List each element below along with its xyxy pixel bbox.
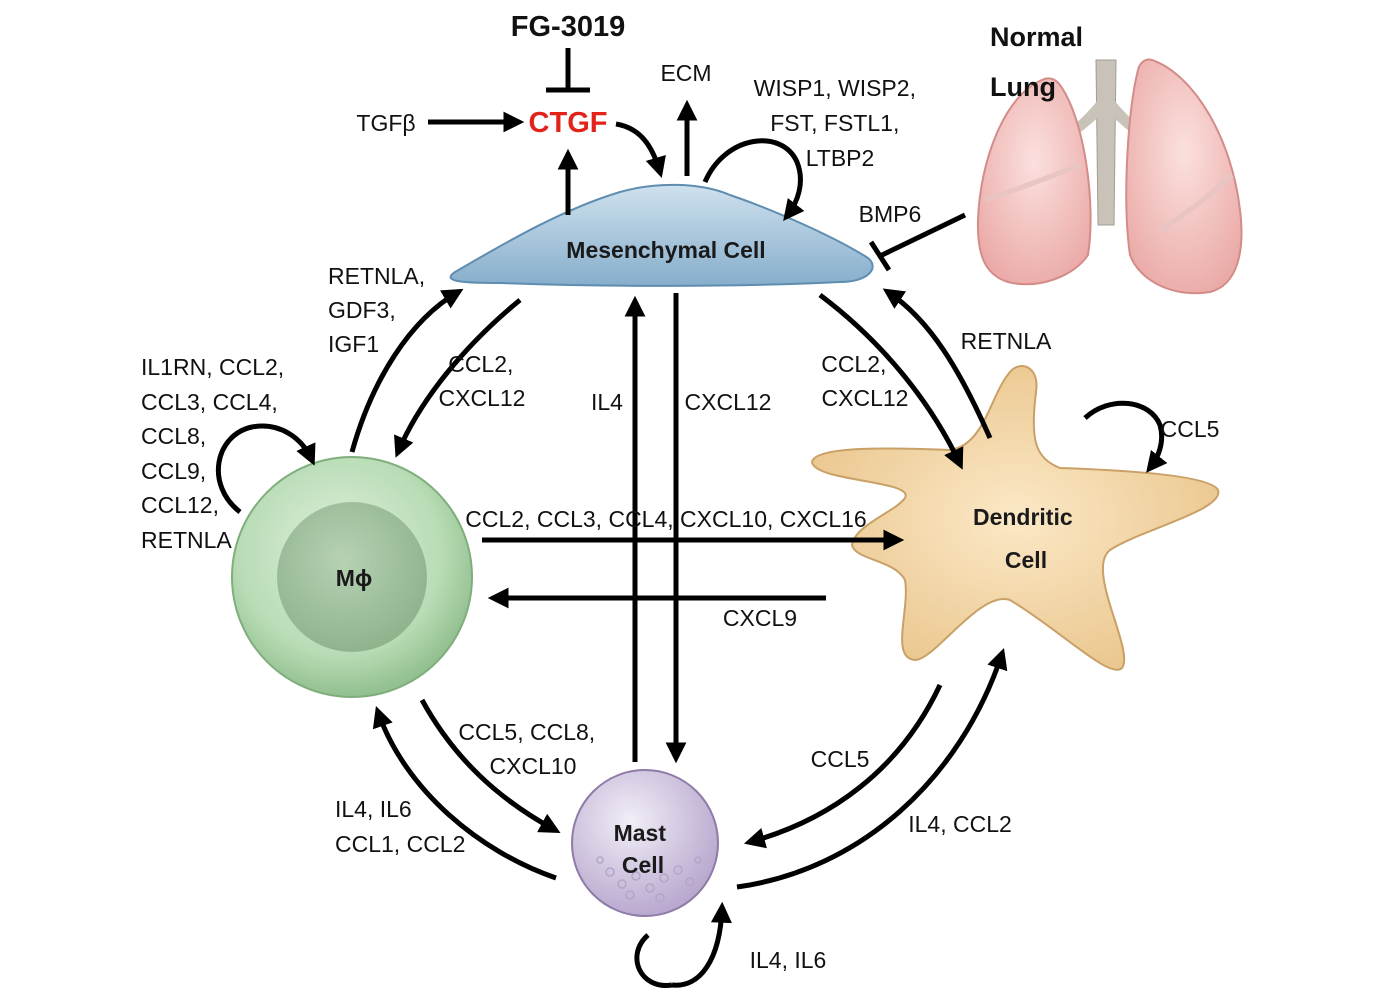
- dc-to-mac-signal: CXCL9: [723, 605, 797, 631]
- mes-autocrine-signals: WISP1, WISP2, FST, FSTL1, LTBP2: [754, 75, 923, 171]
- mac-autocrine-signals: IL1RN, CCL2, CCL3, CCL4, CCL8, CCL9, CCL…: [141, 354, 291, 553]
- mast-to-dc-arrow: [736, 648, 1008, 890]
- mast-cell-label: Mast Cell: [614, 820, 673, 878]
- mesenchymal-cell-shape: [449, 183, 874, 287]
- mes-to-dc-signals: CCL2, CXCL12: [821, 351, 908, 411]
- fg3019-label: FG-3019: [511, 11, 625, 43]
- tgf-beta-label: TGFβ: [356, 110, 415, 136]
- mast-cell-shape: [571, 769, 719, 917]
- mast-to-mes-signal: IL4: [591, 389, 623, 415]
- mes-autocrine-arrow: [702, 138, 805, 221]
- ctgf-label: CTGF: [529, 107, 608, 139]
- mes-to-mast-signal: CXCL12: [685, 389, 772, 415]
- dc-autocrine-signal: CCL5: [1161, 416, 1220, 442]
- mac-to-mast-arrow: [419, 698, 561, 834]
- dendritic-cell-shape: [810, 365, 1220, 671]
- mesenchymal-cell-label: Mesenchymal Cell: [566, 237, 765, 263]
- mast-to-mac-signals: IL4, IL6 CCL1, CCL2: [335, 796, 465, 857]
- dc-autocrine-arrow: [1083, 400, 1168, 473]
- macrophage-cell-shape: [231, 456, 473, 698]
- mes-to-mac-arrow: [394, 298, 522, 458]
- macrophage-label: Mϕ: [336, 565, 372, 591]
- mac-to-mes-signals: RETNLA, GDF3, IGF1: [328, 263, 432, 357]
- mes-to-mac-signals: CCL2, CXCL12: [439, 351, 526, 411]
- mac-to-mes-arrow: [349, 288, 464, 453]
- dc-to-mes-signal: RETNLA: [961, 328, 1052, 354]
- dc-to-mast-arrow: [743, 683, 943, 849]
- mast-to-dc-signal: CCL5: [811, 746, 870, 772]
- bmp6-label: BMP6: [859, 201, 922, 227]
- mac-autocrine-arrow: [215, 423, 316, 514]
- mes-to-dc-arrow: [818, 293, 964, 470]
- mast-autocrine-signal: IL4, IL6: [750, 947, 827, 973]
- dc-to-mast-signal: IL4, CCL2: [908, 811, 1012, 837]
- dc-to-mes-arrow: [882, 288, 993, 440]
- mast-to-mac-arrow: [372, 706, 557, 881]
- mac-to-dc-signals: CCL2, CCL3, CCL4, CXCL10, CXCL16: [465, 506, 866, 532]
- mast-autocrine-arrow: [634, 908, 722, 988]
- normal-lung-title: Normal Lung: [990, 22, 1091, 102]
- ctgf-to-mes-arrow: [615, 121, 666, 179]
- ecm-label: ECM: [660, 60, 711, 86]
- bmp6-inhibition-line: [878, 212, 967, 259]
- dendritic-cell-label: Dendritic Cell: [973, 504, 1079, 573]
- normal-lung-illustration: [976, 58, 1243, 295]
- mac-to-mast-signals: CCL5, CCL8, CXCL10: [458, 719, 601, 779]
- bmp6-inhibition-bar: [868, 240, 892, 272]
